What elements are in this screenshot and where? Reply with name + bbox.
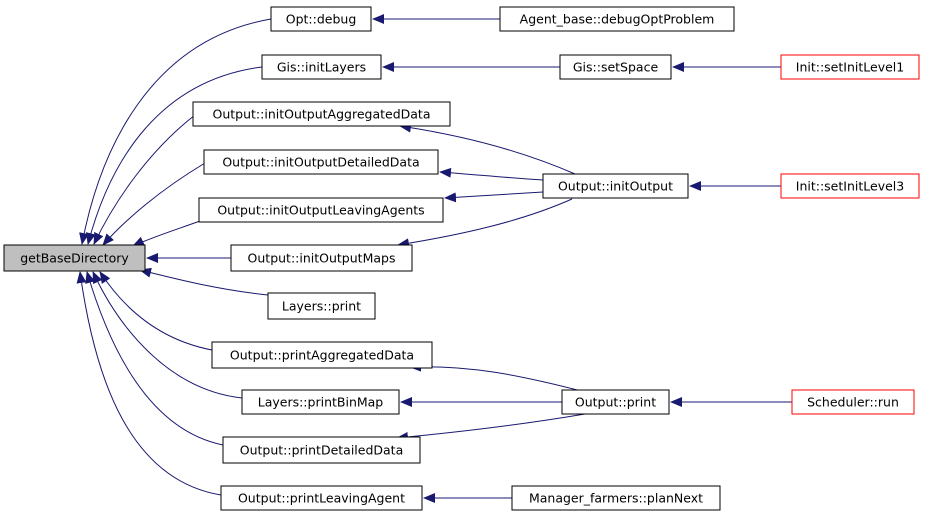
node-label: Output::printLeavingAgent <box>238 491 405 506</box>
node-label: Output::initOutput <box>558 179 673 194</box>
node-label: Output::print <box>575 395 656 410</box>
node-label: Scheduler::run <box>807 395 899 410</box>
edge-debug-to-getbasedir <box>79 18 272 245</box>
node-output-printdetaileddata[interactable]: Output::printDetailedData <box>222 436 421 464</box>
edge-layersprint-to-getbasedir <box>139 267 269 296</box>
node-gis-setspace[interactable]: Gis::setSpace <box>559 54 672 80</box>
edge-initaggr-to-getbasedir <box>93 114 196 245</box>
node-label: Init::setInitLevel1 <box>796 60 904 75</box>
node-label: Output::initOutputMaps <box>248 251 396 266</box>
node-label: Opt::debug <box>286 12 357 27</box>
edge-initleaving-to-getbasedir <box>132 220 201 247</box>
node-output-initoutputmaps[interactable]: Output::initOutputMaps <box>230 244 413 272</box>
edge-initoutput-to-initaggr <box>399 122 576 175</box>
node-output-printaggregateddata[interactable]: Output::printAggregatedData <box>211 341 433 369</box>
node-label: Manager_farmers::planNext <box>529 491 703 506</box>
node-output-print[interactable]: Output::print <box>561 389 670 415</box>
node-opt-debug[interactable]: Opt::debug <box>270 6 372 32</box>
node-label: Init::setInitLevel3 <box>796 179 904 194</box>
edge-initdetailed-to-getbasedir <box>102 162 206 246</box>
node-label: Output::initOutputLeavingAgents <box>217 203 424 218</box>
node-gis-initlayers[interactable]: Gis::initLayers <box>261 54 382 80</box>
edge-printaggr-to-getbasedir <box>99 271 213 351</box>
node-label: Output::printDetailedData <box>240 443 404 458</box>
node-label: Agent_base::debugOptProblem <box>520 12 715 27</box>
node-layers-print[interactable]: Layers::print <box>267 292 376 320</box>
edge-print-to-printdetailed <box>396 413 586 442</box>
edge-initoutput-to-initdetailed <box>439 167 544 181</box>
edge-initoutput-to-initmaps <box>397 198 573 249</box>
edge-printbinmap-to-getbasedir <box>92 271 243 399</box>
node-label: Gis::setSpace <box>573 60 659 75</box>
node-output-initoutputaggregateddata[interactable]: Output::initOutputAggregatedData <box>192 101 451 127</box>
node-label: Layers::print <box>282 299 361 314</box>
node-layers-printbinmap[interactable]: Layers::printBinMap <box>241 389 400 415</box>
edge-printleaving-to-getbasedir <box>76 271 222 496</box>
node-init-setinitlevel3[interactable]: Init::setInitLevel3 <box>780 173 920 199</box>
node-output-initoutputdetaileddata[interactable]: Output::initOutputDetailedData <box>203 149 439 175</box>
edge-initlayers-to-getbasedir <box>85 66 263 245</box>
edge-printdetailed-to-getbasedir <box>85 271 224 446</box>
edge-print-to-printaggr <box>409 361 586 393</box>
node-scheduler-run[interactable]: Scheduler::run <box>791 389 915 415</box>
node-output-initoutputleavingagents[interactable]: Output::initOutputLeavingAgents <box>198 197 444 223</box>
node-manager-farmers-plannext[interactable]: Manager_farmers::planNext <box>511 485 721 511</box>
node-getbasedirectory[interactable]: getBaseDirectory <box>3 244 146 272</box>
node-agent-base-debugoptproblem[interactable]: Agent_base::debugOptProblem <box>499 6 735 32</box>
node-init-setinitlevel1[interactable]: Init::setInitLevel1 <box>780 54 920 80</box>
node-label: Layers::printBinMap <box>258 395 384 410</box>
node-output-printleavingagent[interactable]: Output::printLeavingAgent <box>220 485 423 511</box>
node-label: Output::initOutputAggregatedData <box>213 107 431 122</box>
node-label: Output::printAggregatedData <box>230 348 414 363</box>
node-label: Output::initOutputDetailedData <box>222 155 419 170</box>
node-label: Gis::initLayers <box>277 60 366 75</box>
node-output-initoutput[interactable]: Output::initOutput <box>542 173 689 199</box>
node-label: getBaseDirectory <box>20 251 129 266</box>
edge-initoutput-to-initleaving <box>444 191 544 203</box>
